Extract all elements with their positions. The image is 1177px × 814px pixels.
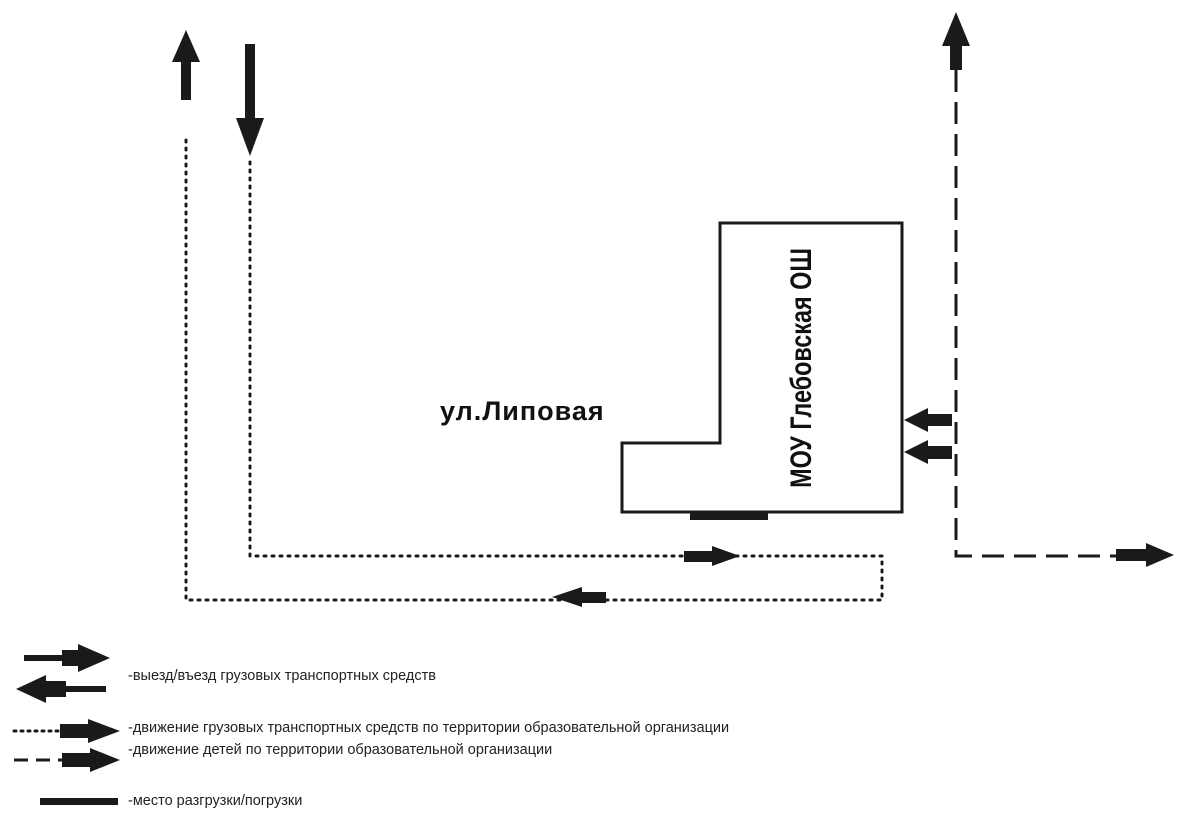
legend-children-dashed-arrow <box>14 748 120 772</box>
building-label: МОУ Глебовская ОШ <box>785 248 818 488</box>
legend-label-unloading-place: -место разгрузки/погрузки <box>128 793 303 809</box>
arrow-left-children-to-school-1 <box>904 408 952 432</box>
arrow-right-children-route <box>1116 543 1174 567</box>
arrow-up-children-route <box>942 12 970 70</box>
truck-route-outer <box>184 138 884 602</box>
street-label: ул.Липовая <box>440 396 605 426</box>
legend-truck-dotted-arrow <box>12 719 120 743</box>
arrow-up-exit-left <box>172 30 200 100</box>
legend-unloading-bar <box>40 798 118 805</box>
legend-label-truck-movement: -движение грузовых транспортных средств … <box>128 720 730 736</box>
legend-label-children-movement: -движение детей по территории образовате… <box>128 742 553 758</box>
arrow-down-entry-left <box>236 44 264 156</box>
legend-exit-arrow-left <box>16 675 106 703</box>
unloading-place-marker <box>690 512 768 520</box>
school-building <box>620 221 904 514</box>
truck-route-inner <box>248 160 884 600</box>
legend-entry-arrow-right <box>24 644 110 672</box>
arrow-left-truck-route <box>552 587 606 607</box>
legend-label-entry-exit: -выезд/въезд грузовых транспортных средс… <box>128 668 436 684</box>
children-route <box>954 70 1120 558</box>
arrow-right-truck-route <box>684 546 740 566</box>
arrow-left-children-to-school-2 <box>904 440 952 464</box>
